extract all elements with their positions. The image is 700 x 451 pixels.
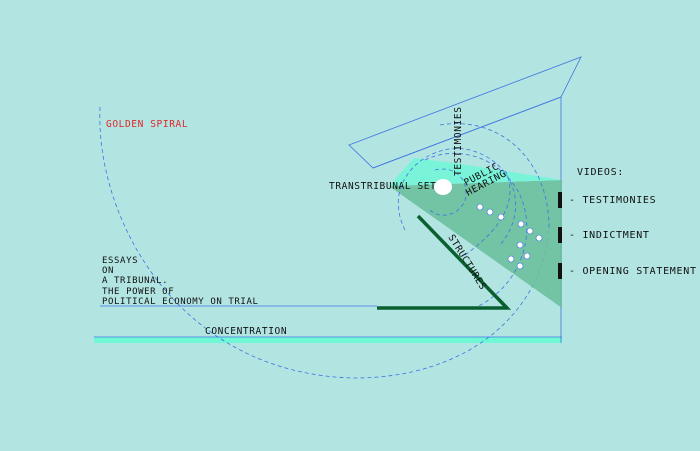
dot[interactable] bbox=[516, 262, 524, 270]
video-marker-testimonies[interactable] bbox=[558, 192, 562, 208]
dot[interactable] bbox=[486, 208, 494, 216]
video-link-opening-statement[interactable]: - OPENING STATEMENT bbox=[569, 266, 697, 277]
transtribunal-node[interactable] bbox=[434, 179, 452, 195]
essays-line: A TRIBUNAL. bbox=[102, 276, 169, 287]
public-hearing-wedge[interactable] bbox=[389, 158, 562, 186]
dot[interactable] bbox=[507, 255, 515, 263]
golden-spiral-arc bbox=[99, 106, 550, 379]
inner-arc-5 bbox=[464, 169, 511, 256]
video-link-testimonies[interactable]: - TESTIMONIES bbox=[569, 195, 657, 206]
inner-arc-3 bbox=[439, 123, 550, 231]
essays-block[interactable]: ESSAYS ON A TRIBUNAL. THE POWER OF POLIT… bbox=[102, 256, 258, 307]
transtribunal-set-label[interactable]: TRANSTRIBUNAL SET bbox=[329, 181, 437, 192]
dot[interactable] bbox=[516, 241, 524, 249]
dot[interactable] bbox=[526, 227, 534, 235]
video-link-indictment[interactable]: - INDICTMENT bbox=[569, 230, 650, 241]
video-marker-opening-statement[interactable] bbox=[558, 263, 562, 279]
concentration-bar[interactable] bbox=[94, 337, 562, 343]
structures-shape[interactable] bbox=[377, 214, 512, 310]
inner-arc-2 bbox=[424, 153, 528, 311]
dot[interactable] bbox=[497, 213, 505, 221]
testimonies-label[interactable]: TESTIMONIES bbox=[453, 106, 464, 176]
outline-triangle bbox=[348, 56, 582, 169]
dot[interactable] bbox=[476, 203, 484, 211]
tribunal-fan[interactable] bbox=[389, 180, 562, 308]
dot[interactable] bbox=[535, 234, 543, 242]
inner-arc-1 bbox=[398, 148, 516, 246]
videos-heading: VIDEOS: bbox=[577, 167, 625, 178]
essays-line: ON bbox=[102, 266, 115, 277]
essays-line: THE POWER OF bbox=[102, 286, 175, 297]
testimony-dots bbox=[476, 203, 543, 270]
inner-arc-4 bbox=[429, 168, 467, 216]
essays-line: ESSAYS bbox=[102, 256, 139, 266]
video-marker-indictment[interactable] bbox=[558, 227, 562, 243]
dot[interactable] bbox=[523, 252, 531, 260]
dot[interactable] bbox=[517, 220, 525, 228]
golden-spiral-label[interactable]: GOLDEN SPIRAL bbox=[106, 119, 189, 130]
concentration-label[interactable]: CONCENTRATION bbox=[205, 326, 288, 337]
essays-line: POLITICAL ECONOMY ON TRIAL bbox=[102, 296, 259, 307]
outline-diagonal bbox=[372, 96, 562, 169]
